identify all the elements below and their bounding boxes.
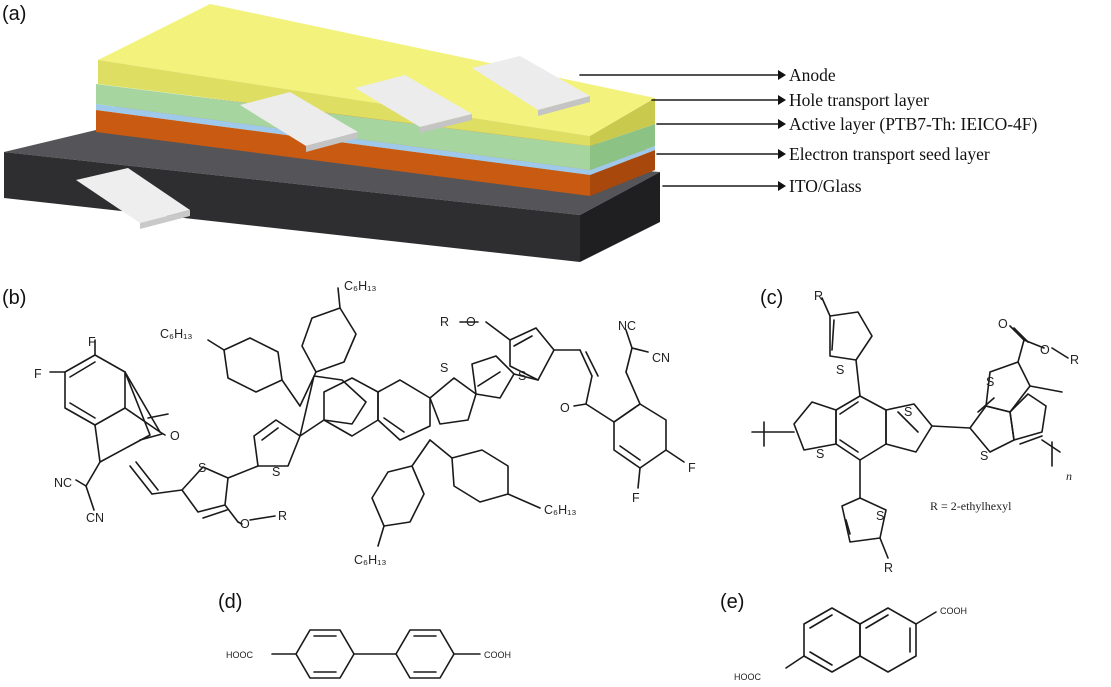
active-layer bbox=[96, 104, 655, 175]
ieico-c6h13-2: C₆H₁₃ bbox=[160, 327, 192, 341]
ieico-f-bottom-2: F bbox=[632, 491, 640, 505]
ieico-4f-structure bbox=[49, 287, 685, 547]
panel-label-b: (b) bbox=[2, 287, 26, 309]
naphthalene-dicarboxylic-acid bbox=[785, 607, 937, 673]
label-hole-transport-layer: Hole transport layer bbox=[789, 90, 929, 110]
ptb7-o-ester-1: O bbox=[998, 317, 1008, 331]
ptb7-s-bottom: S bbox=[876, 509, 884, 523]
ieico-c6h13-1: C₆H₁₃ bbox=[344, 279, 376, 293]
panel-label-c: (c) bbox=[760, 287, 783, 309]
ieico-c6h13-4: C₆H₁₃ bbox=[354, 553, 386, 567]
ieico-nc-left: NC bbox=[54, 476, 72, 490]
top-electrode-1 bbox=[240, 92, 358, 146]
ieico-o-r-right: O bbox=[466, 315, 476, 329]
ptb7-s-core-1: S bbox=[904, 405, 912, 419]
ieico-s-right-thiophene: S bbox=[518, 369, 526, 383]
ptb7-n-subscript: n bbox=[1066, 469, 1072, 483]
biphenyl-dicarboxylic-acid bbox=[271, 629, 481, 679]
anode-front bbox=[98, 60, 590, 146]
ieico-o-right: O bbox=[560, 401, 570, 415]
ieico-r-left: R bbox=[278, 509, 287, 523]
ieico-cn-left: CN bbox=[86, 511, 104, 525]
ptb7-s-tt-2: S bbox=[980, 449, 988, 463]
ptb7-r-bottom: R bbox=[884, 561, 893, 575]
electron-transport-front bbox=[96, 110, 590, 196]
ptb7-o-ester-2: O bbox=[1040, 343, 1050, 357]
ieico-cn-right: CN bbox=[652, 351, 670, 365]
naphthalene-bottom-group: HOOC bbox=[734, 672, 762, 682]
ito-glass-front bbox=[4, 152, 580, 262]
ito-glass-top bbox=[4, 130, 660, 215]
ieico-s-core-right: S bbox=[440, 361, 448, 375]
label-ito-glass: ITO/Glass bbox=[789, 176, 862, 196]
top-electrode-3 bbox=[472, 56, 590, 110]
ito-glass-side bbox=[580, 172, 660, 262]
naphthalene-top-group: COOH bbox=[940, 606, 967, 616]
ptb7-r-ester: R bbox=[1070, 353, 1079, 367]
ieico-f-bottom-1: F bbox=[688, 461, 696, 475]
ieico-s-left-thiophene: S bbox=[198, 461, 206, 475]
ptb7-s-core-2: S bbox=[816, 447, 824, 461]
panel-label-e: (e) bbox=[720, 591, 744, 613]
label-anode: Anode bbox=[789, 65, 836, 85]
top-electrode-2 bbox=[355, 75, 472, 127]
panel-label-a: (a) bbox=[2, 3, 26, 25]
panel-label-d: (d) bbox=[218, 591, 242, 613]
ieico-nc-right: NC bbox=[618, 319, 636, 333]
ito-electrode-pad bbox=[76, 168, 190, 223]
device-stack bbox=[4, 4, 660, 262]
ieico-o-r-left: O bbox=[240, 517, 250, 531]
ptb7-th-structure bbox=[751, 297, 1069, 559]
ieico-f-top-1: F bbox=[88, 335, 96, 349]
ieico-o-left: O bbox=[170, 429, 180, 443]
ptb7-s-top: S bbox=[836, 363, 844, 377]
ieico-f-top-2: F bbox=[34, 367, 42, 381]
ieico-s-core-left: S bbox=[272, 465, 280, 479]
ptb7-r-legend: R = 2-ethylhexyl bbox=[930, 499, 1012, 513]
label-electron-transport-layer: Electron transport seed layer bbox=[789, 144, 990, 164]
layer-arrows bbox=[579, 70, 786, 191]
ieico-c6h13-3: C₆H₁₃ bbox=[544, 503, 576, 517]
biphenyl-right-group: COOH bbox=[484, 650, 511, 660]
anode-top bbox=[98, 4, 655, 136]
ptb7-r-top: R bbox=[814, 289, 823, 303]
ptb7-s-tt-1: S bbox=[986, 375, 994, 389]
ieico-r-right: R bbox=[440, 315, 449, 329]
label-active-layer: Active layer (PTB7-Th: IEICO-4F) bbox=[789, 114, 1038, 134]
biphenyl-left-group: HOOC bbox=[226, 650, 254, 660]
